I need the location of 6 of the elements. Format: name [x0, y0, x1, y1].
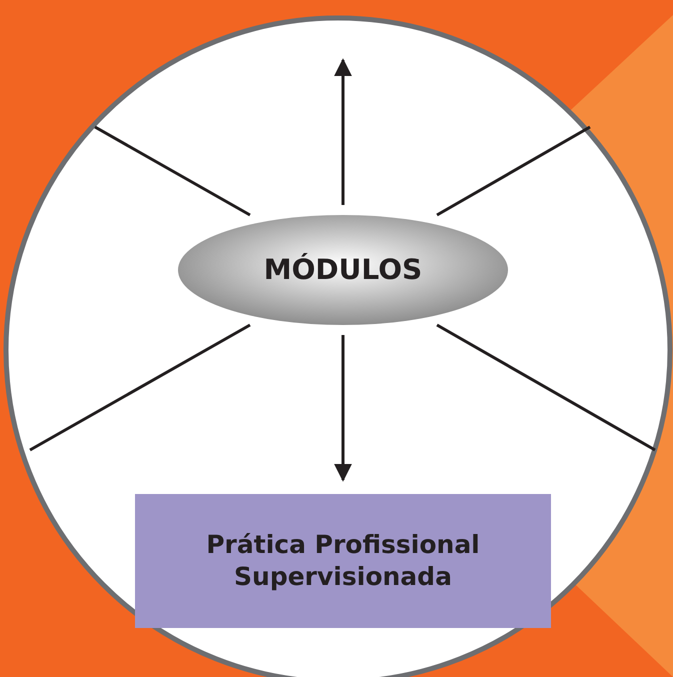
arrow	[334, 58, 352, 205]
node-label: MÓDULOS	[262, 252, 424, 288]
process-box	[135, 494, 551, 628]
ellipse-node	[178, 215, 508, 325]
node-label: Prática Profissional Supervisionada	[205, 528, 481, 593]
arrow	[334, 335, 352, 482]
